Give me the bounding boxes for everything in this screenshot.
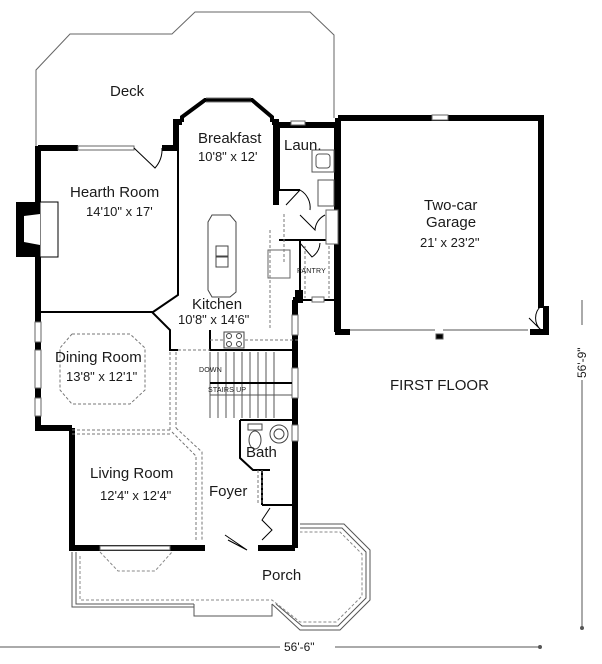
room-label-dining: Dining Room: [55, 349, 142, 366]
room-size-kitchen: 10'8" x 14'6": [178, 312, 250, 327]
floor-title: FIRST FLOOR: [390, 377, 489, 394]
garage-door: [350, 329, 528, 340]
depth-dimension: 56'-9": [575, 347, 589, 378]
room-size-dining: 13'8" x 12'1": [66, 369, 138, 384]
stairs-up-label: STAIRS UP: [208, 387, 247, 394]
laundry-appliances: [311, 149, 335, 207]
room-size-garage: 21' x 23'2": [420, 235, 480, 250]
windows: [34, 114, 449, 551]
porch-rail: [79, 531, 363, 623]
bath-fixtures: [247, 423, 289, 450]
deck-outline: [35, 11, 335, 148]
room-size-living: 12'4" x 12'4": [100, 488, 172, 503]
room-size-breakfast: 10'8" x 12': [198, 149, 258, 164]
door-swings: [133, 147, 542, 551]
stove: [223, 331, 245, 349]
room-label-kitchen: Kitchen: [192, 296, 243, 313]
room-label-laundry: Laun.: [284, 137, 322, 154]
room-label-hearth: Hearth Room: [70, 184, 160, 201]
room-label-pantry: PANTRY: [297, 268, 326, 275]
room-label-living: Living Room: [90, 465, 174, 482]
room-label-breakfast: Breakfast: [198, 130, 262, 147]
room-label-bath: Bath: [246, 444, 277, 461]
kitchen-island: [207, 214, 237, 298]
breakfast-bay: [180, 98, 274, 122]
stairs: [209, 352, 292, 418]
width-dimension: 56'-6": [284, 640, 315, 654]
fireplace: [16, 201, 59, 258]
room-size-hearth: 14'10" x 17': [86, 204, 153, 219]
room-label-foyer: Foyer: [209, 483, 248, 500]
dimension-lines: [0, 300, 584, 649]
room-label-garage-line2: Garage: [426, 214, 477, 231]
stairs-down-label: DOWN: [199, 367, 222, 374]
room-label-porch: Porch: [262, 567, 302, 584]
dashed-openings: [59, 214, 330, 540]
bay-windows: [206, 97, 251, 103]
room-label-garage-line1: Two-car: [424, 197, 478, 214]
porch-outline: [71, 523, 371, 631]
room-label-deck: Deck: [110, 83, 145, 100]
